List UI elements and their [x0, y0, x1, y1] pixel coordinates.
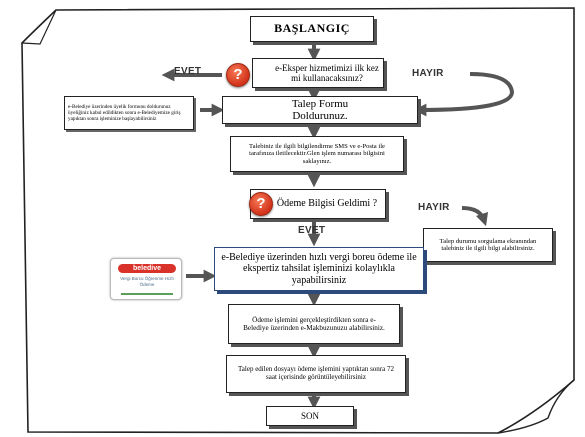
- view-file-text: Talep edilen dosyayı ödeme işlemini yapt…: [238, 365, 394, 381]
- fill-form-box: Talep Formu Doldurunuz.: [222, 96, 418, 124]
- notification-text: Talebiniz ile ilgili bilgilendirme SMS v…: [249, 142, 385, 165]
- yes-label-top: EVET: [174, 66, 202, 77]
- logo-bar: [121, 293, 173, 295]
- receipt-box: Ödeme işlemini gerçekleştirdikten sonra …: [228, 304, 400, 344]
- online-payment-box: e-Belediye üzerinden hızlı vergi boreu ö…: [214, 247, 424, 291]
- ebelediye-logo: beledive Vergi Borcu Öğrenme Hızlı Ödeme: [110, 258, 182, 300]
- view-file-box: Talep edilen dosyayı ödeme işlemini yapt…: [226, 355, 406, 393]
- status-query-box: Talep durumu sorgulama ekranından talebi…: [423, 228, 553, 262]
- start-label: BAŞLANGIÇ: [274, 21, 350, 36]
- frame-curl: [497, 379, 575, 434]
- logo-badge: beledive: [118, 264, 176, 273]
- payment-question-text: Ödeme Bilgisi Geldimi ?: [276, 198, 378, 210]
- end-box: SON: [266, 406, 354, 426]
- yes-label-payment: EVET: [298, 225, 326, 236]
- start-box: BAŞLANGIÇ: [250, 16, 374, 42]
- logo-subtitle: Vergi Borcu Öğrenme Hızlı Ödeme: [120, 276, 174, 287]
- receipt-text: Ödeme işlemini gerçekleştirdikten sonra …: [243, 315, 385, 332]
- status-query-text: Talep durumu sorgulama ekranından talebi…: [439, 237, 537, 252]
- first-time-question-text: e-Eksper hizmetimizi ilk kez mi kullanac…: [275, 62, 379, 83]
- notification-box: Talebiniz ile ilgili bilgilendirme SMS v…: [230, 136, 404, 172]
- end-text: SON: [300, 410, 319, 421]
- register-note-box: e-Belediye üzerinden üyelik formunu dold…: [64, 96, 194, 130]
- no-label-top: HAYIR: [412, 68, 444, 79]
- flow-arrows: [161, 40, 515, 410]
- register-note-text: e-Belediye üzerinden üyelik formunu dold…: [68, 103, 181, 123]
- first-time-question-box: e-Eksper hizmetimizi ilk kez mi kullanac…: [252, 58, 384, 88]
- no-label-payment: HAYIR: [418, 202, 450, 213]
- fill-form-text: Talep Formu Doldurunuz.: [291, 97, 349, 122]
- question-mark-icon: ?: [226, 63, 250, 87]
- frame-inner-line: [21, 9, 57, 45]
- online-payment-text: e-Belediye üzerinden hızlı vergi boreu ö…: [221, 252, 417, 286]
- question-mark-icon: ?: [249, 192, 273, 216]
